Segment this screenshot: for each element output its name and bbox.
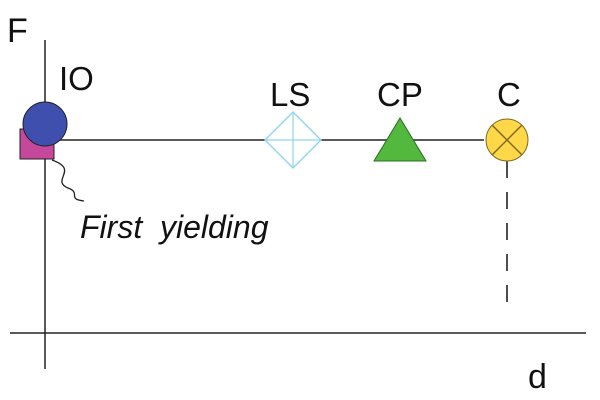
c-cross-stroke-b	[491, 124, 523, 156]
c-marker	[485, 118, 529, 162]
first-yielding-leader-line	[51, 159, 85, 202]
io-label: IO	[59, 60, 94, 97]
ls-marker	[264, 111, 322, 169]
x-axis-label: d	[528, 358, 547, 396]
io-marker	[22, 101, 68, 147]
y-axis-label: F	[7, 12, 28, 50]
c-label: C	[497, 76, 521, 113]
first-yielding-label: First yielding	[80, 209, 269, 245]
cp-label: CP	[377, 76, 423, 113]
cp-marker	[373, 117, 427, 162]
ls-label: LS	[270, 76, 310, 113]
